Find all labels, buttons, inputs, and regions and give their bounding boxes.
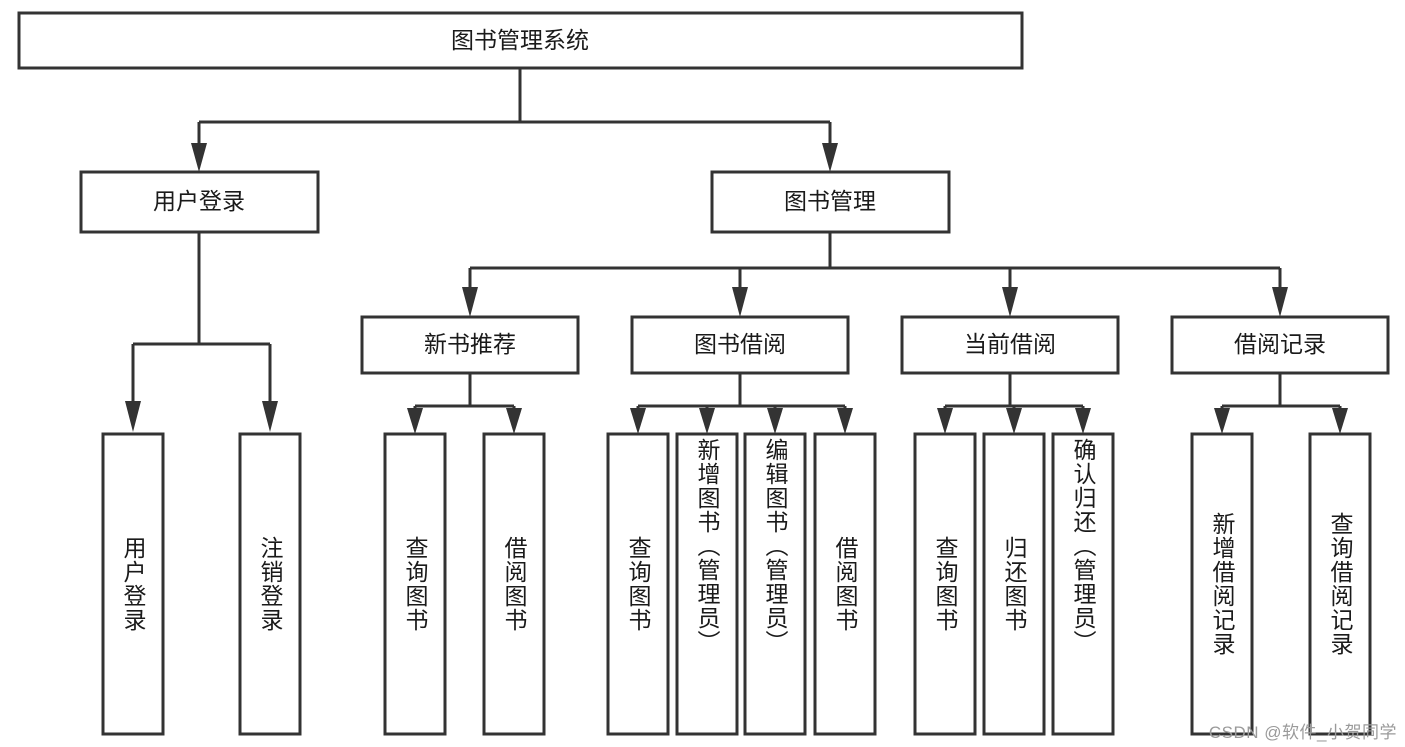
leaf-query-book-3-box[interactable] <box>913 432 977 736</box>
node-user-login-box[interactable] <box>79 170 320 234</box>
arrow-to-current-borrow <box>1002 287 1018 317</box>
leaf-confirm-return-admin-box[interactable] <box>1051 432 1115 736</box>
leaf-logout-login-box[interactable] <box>238 432 302 736</box>
arrow-leaf-logout-login <box>262 401 278 432</box>
leaf-logout-login[interactable]: 注销登录 <box>238 432 302 736</box>
node-current-borrow-box[interactable] <box>900 315 1120 375</box>
leaf-confirm-return-admin-label: 确认归还（管理员） <box>1070 438 1097 654</box>
arrow-to-new-book <box>462 287 478 317</box>
leaf-add-book-admin-box[interactable] <box>675 432 739 736</box>
leaf-query-book-2-box[interactable] <box>606 432 670 736</box>
leaf-borrow-book-1-box[interactable] <box>482 432 546 736</box>
leaf-borrow-book-2-label: 借阅图书 <box>832 536 859 632</box>
node-borrow-record[interactable]: 借阅记录 <box>1170 315 1390 375</box>
arrow-to-book-management <box>822 143 838 172</box>
leaf-query-borrow-record-label: 查询借阅记录 <box>1327 512 1354 656</box>
arrow-to-user-login <box>191 143 207 172</box>
leaf-query-book-1[interactable]: 查询图书 <box>383 432 447 736</box>
connectors-layer <box>125 68 1348 434</box>
arrow-leaf-add-borrow-record <box>1214 408 1230 434</box>
leaf-add-book-admin-label: 新增图书（管理员） <box>694 438 721 654</box>
leaf-return-book-label: 归还图书 <box>1001 536 1028 632</box>
leaf-query-book-1-box[interactable] <box>383 432 447 736</box>
node-book-management-label: 图书管理 <box>784 188 876 214</box>
leaf-query-book-3[interactable]: 查询图书 <box>913 432 977 736</box>
leaf-query-book-3-label: 查询图书 <box>932 536 959 632</box>
arrow-leaf-confirm-return-admin <box>1075 408 1091 434</box>
node-book-borrow[interactable]: 图书借阅 <box>630 315 850 375</box>
leaf-edit-book-admin-label: 编辑图书（管理员） <box>762 438 789 654</box>
leaf-query-borrow-record[interactable]: 查询借阅记录 <box>1308 432 1372 736</box>
node-new-book-recommend-label: 新书推荐 <box>424 331 516 357</box>
arrow-leaf-edit-book-admin <box>767 408 783 434</box>
arrow-leaf-query-borrow-record <box>1332 408 1348 434</box>
arrow-leaf-query-book-1 <box>407 408 423 434</box>
arrow-leaf-add-book-admin <box>699 408 715 434</box>
node-current-borrow-label: 当前借阅 <box>964 331 1056 357</box>
leaf-return-book[interactable]: 归还图书 <box>982 432 1046 736</box>
node-book-management-box[interactable] <box>710 170 951 234</box>
leaf-borrow-book-1[interactable]: 借阅图书 <box>482 432 546 736</box>
node-root-box[interactable] <box>17 11 1024 70</box>
arrow-to-borrow-record <box>1272 287 1288 317</box>
leaf-user-login-label: 用户登录 <box>120 536 147 632</box>
leaf-query-book-1-label: 查询图书 <box>402 536 429 632</box>
leaf-query-book-2-label: 查询图书 <box>625 536 652 632</box>
arrow-leaf-return-book <box>1006 408 1022 434</box>
node-current-borrow[interactable]: 当前借阅 <box>900 315 1120 375</box>
leaf-add-borrow-record[interactable]: 新增借阅记录 <box>1190 432 1254 736</box>
arrow-leaf-query-book-3 <box>937 408 953 434</box>
node-book-borrow-label: 图书借阅 <box>694 331 786 357</box>
leaf-borrow-book-1-label: 借阅图书 <box>501 536 528 632</box>
leaf-confirm-return-admin[interactable]: 确认归还（管理员） <box>1051 432 1115 736</box>
leaf-logout-login-label: 注销登录 <box>257 536 284 632</box>
node-user-login-label: 用户登录 <box>153 188 245 214</box>
node-root[interactable]: 图书管理系统 <box>17 11 1024 70</box>
node-book-management[interactable]: 图书管理 <box>710 170 951 234</box>
leaf-borrow-book-2-box[interactable] <box>813 432 877 736</box>
arrow-leaf-query-book-2 <box>630 408 646 434</box>
leaf-borrow-book-2[interactable]: 借阅图书 <box>813 432 877 736</box>
node-user-login[interactable]: 用户登录 <box>79 170 320 234</box>
node-new-book-recommend-box[interactable] <box>360 315 580 375</box>
arrow-to-book-borrow <box>732 287 748 317</box>
leaf-add-book-admin[interactable]: 新增图书（管理员） <box>675 432 739 736</box>
node-root-label: 图书管理系统 <box>451 27 589 53</box>
leaf-user-login-box[interactable] <box>101 432 165 736</box>
arrow-leaf-user-login <box>125 401 141 432</box>
leaf-return-book-box[interactable] <box>982 432 1046 736</box>
node-book-borrow-box[interactable] <box>630 315 850 375</box>
leaf-edit-book-admin-box[interactable] <box>743 432 807 736</box>
leaf-user-login[interactable]: 用户登录 <box>101 432 165 736</box>
leaf-query-book-2[interactable]: 查询图书 <box>606 432 670 736</box>
leaf-edit-book-admin[interactable]: 编辑图书（管理员） <box>743 432 807 736</box>
node-borrow-record-label: 借阅记录 <box>1234 331 1326 357</box>
node-new-book-recommend[interactable]: 新书推荐 <box>360 315 580 375</box>
leaf-add-borrow-record-box[interactable] <box>1190 432 1254 736</box>
node-borrow-record-box[interactable] <box>1170 315 1390 375</box>
arrow-leaf-borrow-book-1 <box>506 408 522 434</box>
arrow-leaf-borrow-book-2 <box>837 408 853 434</box>
leaf-add-borrow-record-label: 新增借阅记录 <box>1209 512 1236 656</box>
leaf-query-borrow-record-box[interactable] <box>1308 432 1372 736</box>
